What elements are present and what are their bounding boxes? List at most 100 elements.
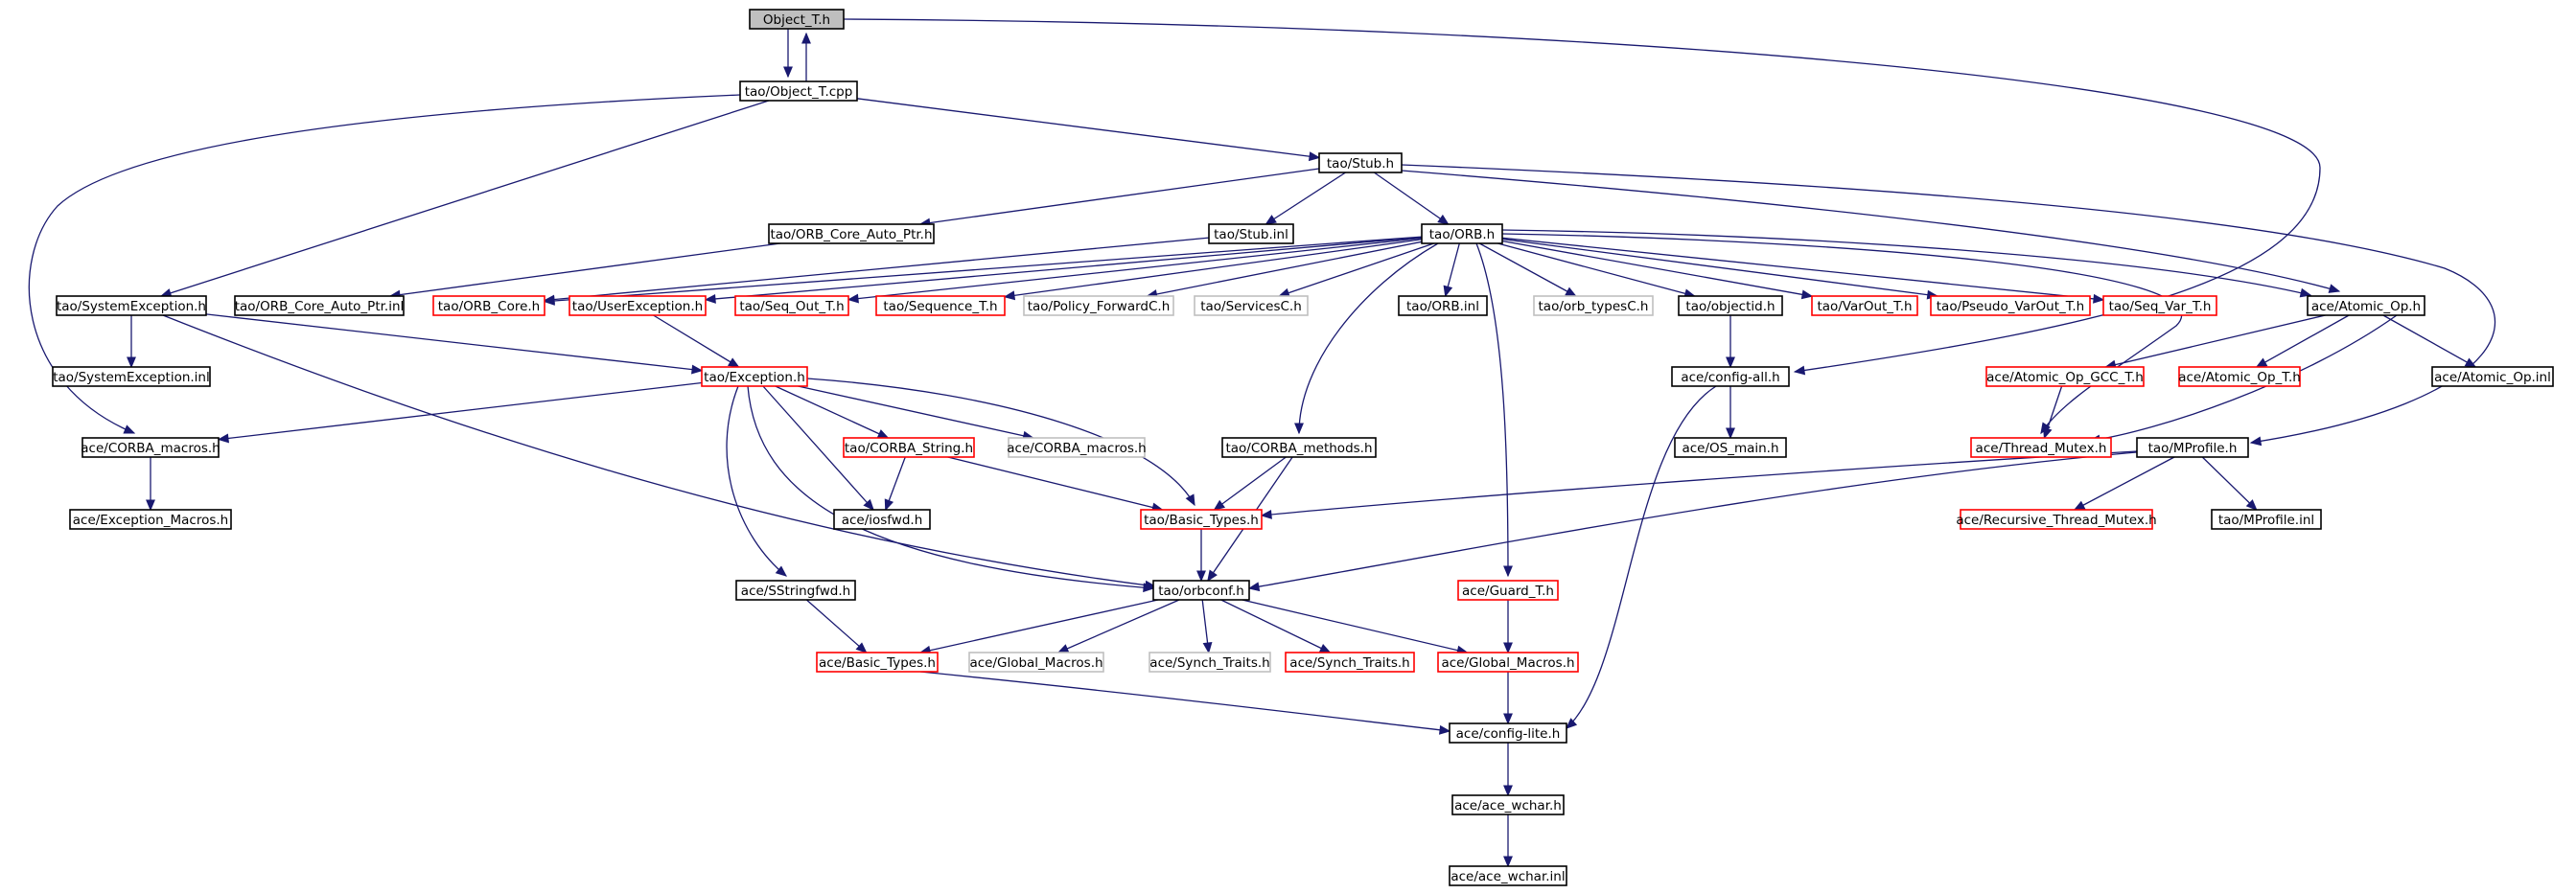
node-config-all-h[interactable]: ace/config-all.h (1671, 366, 1790, 387)
node-orb-core-auto-ptr-h[interactable]: tao/ORB_Core_Auto_Ptr.h (768, 223, 935, 244)
node-recursive-thread-mutex-h[interactable]: ace/Recursive_Thread_Mutex.h (1956, 509, 2157, 530)
node-atomic-op-gcc-t-h[interactable]: ace/Atomic_Op_GCC_T.h (1985, 366, 2145, 387)
node-atomic-op-inl[interactable]: ace/Atomic_Op.inl (2431, 366, 2554, 387)
node-systemexception-inl[interactable]: tao/SystemException.inl (52, 366, 211, 387)
node-systemexception-h[interactable]: tao/SystemException.h (56, 295, 207, 316)
node-object-t-h[interactable]: Object_T.h (749, 9, 845, 30)
edge-ace-basic-types-h-to-config-lite-h-arrowhead (1438, 724, 1451, 735)
node-exception-h[interactable]: tao/Exception.h (701, 366, 808, 387)
edge-userexception-h-to-exception-h-line (653, 314, 739, 368)
edge-orbconf-h-to-ace-basic-types-h-line (919, 599, 1159, 653)
node-ace-wchar-h[interactable]: ace/ace_wchar.h (1451, 794, 1565, 815)
edge-stub-h-to-mprofile-h-arrowhead (2249, 436, 2263, 447)
node-iosfwd-h[interactable]: ace/iosfwd.h (833, 509, 931, 530)
node-atomic-op-t-h[interactable]: ace/Atomic_Op_T.h (2178, 366, 2301, 387)
node-pseudo-varout-t-h[interactable]: tao/Pseudo_VarOut_T.h (1930, 295, 2091, 316)
node-stub-inl[interactable]: tao/Stub.inl (1208, 223, 1294, 244)
node-ace-corba-macros-h[interactable]: ace/CORBA_macros.h (81, 437, 220, 458)
node-box (1194, 295, 1309, 316)
node-thread-mutex-h[interactable]: ace/Thread_Mutex.h (1970, 437, 2112, 458)
edge-exception-h-to-sstringfwd-h-arrowhead (775, 565, 787, 577)
edge-ace-corba-macros-h-to-exception-macros-h (146, 457, 155, 512)
edge-stub-h-to-atomic-op-h-line (1401, 170, 2340, 292)
edge-object-t-cpp-to-ace-corba-macros-h-line (28, 94, 741, 434)
node-box (749, 9, 845, 30)
node-varout-t-h[interactable]: tao/VarOut_T.h (1811, 295, 1918, 316)
node-label: tao/ORB.inl (1406, 299, 1479, 314)
edge-mprofile-h-to-tao-basic-types-h (1260, 450, 2138, 519)
node-mprofile-h[interactable]: tao/MProfile.h (2136, 437, 2249, 458)
edge-mprofile-h-to-mprofile-inl-arrowhead (2245, 499, 2258, 511)
edge-corba-methods-h-to-tao-basic-types-h (1213, 456, 1287, 511)
node-box (833, 509, 931, 530)
node-ace-basic-types-h[interactable]: ace/Basic_Types.h (816, 652, 939, 673)
node-synch-traits-h[interactable]: ace/Synch_Traits.h (1285, 652, 1415, 673)
node-orb-h[interactable]: tao/ORB.h (1421, 223, 1503, 244)
edge-sstringfwd-h-to-ace-basic-types-h-arrowhead (855, 642, 868, 653)
node-userexception-h[interactable]: tao/UserException.h (569, 295, 707, 316)
node-corba-string-h[interactable]: tao/CORBA_String.h (843, 437, 975, 458)
edge-exception-h-to-tao-basic-types-h-arrowhead (1185, 493, 1195, 507)
edge-corba-methods-h-to-tao-basic-types-h-line (1214, 456, 1287, 511)
node-ace-corba-macros-h-gray[interactable]: ace/CORBA_macros.h (1007, 437, 1147, 458)
edge-stub-h-to-stub-inl-arrowhead (1265, 215, 1277, 225)
node-layer: Object_T.h tao/Object_T.cpp tao/Stub.h tao/… (52, 9, 2554, 886)
node-atomic-op-h[interactable]: ace/Atomic_Op.h (2307, 295, 2425, 316)
edge-mprofile-h-to-recursive-thread-mutex-h (2073, 456, 2175, 511)
node-box (2211, 509, 2322, 530)
node-tao-basic-types-h[interactable]: tao/Basic_Types.h (1140, 509, 1263, 530)
edge-orbconf-h-to-synch-traits-h-gray-arrowhead (1202, 641, 1213, 654)
node-corba-methods-h[interactable]: tao/CORBA_methods.h (1221, 437, 1377, 458)
node-ace-wchar-inl[interactable]: ace/ace_wchar.inl (1449, 865, 1567, 886)
node-seq-var-t-h[interactable]: tao/Seq_Var_T.h (2102, 295, 2217, 316)
edge-atomic-op-h-to-atomic-op-inl-line (2382, 314, 2476, 368)
node-seq-out-t-h[interactable]: tao/Seq_Out_T.h (734, 295, 849, 316)
edge-config-all-h-to-config-lite-h (1566, 385, 1717, 729)
edge-sstringfwd-h-to-ace-basic-types-h-line (805, 599, 868, 653)
edge-mprofile-h-to-orbconf-h (1247, 450, 2148, 592)
node-orb-core-h[interactable]: tao/ORB_Core.h (432, 295, 545, 316)
node-box (69, 509, 232, 530)
node-label: Object_T.h (763, 12, 830, 28)
node-global-macros-h[interactable]: ace/Global_Macros.h (1437, 652, 1579, 673)
node-os-main-h[interactable]: ace/OS_main.h (1674, 437, 1787, 458)
edge-stub-h-to-orb-h-arrowhead (1437, 214, 1450, 225)
node-global-macros-h-gray[interactable]: ace/Global_Macros.h (968, 652, 1104, 673)
edge-mprofile-h-to-tao-basic-types-h-line (1261, 450, 2138, 516)
edge-orb-h-to-guard-t-h-line (1475, 242, 1509, 577)
node-policy-forwardc-h[interactable]: tao/Policy_ForwardC.h (1023, 295, 1174, 316)
node-config-lite-h[interactable]: ace/config-lite.h (1449, 722, 1567, 744)
edge-orb-h-to-thread-mutex-h (1501, 233, 2183, 435)
node-orbconf-h[interactable]: tao/orbconf.h (1152, 580, 1250, 601)
edge-object-t-cpp-to-object-t-h (801, 32, 811, 81)
edge-orbconf-h-to-synch-traits-h-gray (1201, 599, 1213, 654)
node-guard-t-h[interactable]: ace/Guard_T.h (1457, 580, 1559, 601)
node-label: ace/Exception_Macros.h (73, 513, 228, 528)
node-orb-inl[interactable]: tao/ORB.inl (1398, 295, 1488, 316)
node-stub-h[interactable]: tao/Stub.h (1318, 152, 1403, 173)
node-objectid-h[interactable]: tao/objectid.h (1678, 295, 1783, 316)
node-sstringfwd-h[interactable]: ace/SStringfwd.h (735, 580, 856, 601)
node-mprofile-inl[interactable]: tao/MProfile.inl (2211, 509, 2322, 530)
node-object-t-cpp[interactable]: tao/Object_T.cpp (739, 80, 858, 102)
node-box (1533, 295, 1654, 316)
node-exception-macros-h[interactable]: ace/Exception_Macros.h (69, 509, 232, 530)
node-label: ace/ace_wchar.inl (1450, 869, 1565, 884)
edge-orb-h-to-seq-out-t-h-arrowhead (847, 293, 859, 304)
edge-stub-h-to-orb-core-auto-ptr-h-line (919, 168, 1320, 225)
node-box (1208, 223, 1294, 244)
edge-config-all-h-to-config-lite-h-arrowhead (1566, 718, 1578, 729)
node-orb-typesc-h[interactable]: tao/orb_typesC.h (1533, 295, 1654, 316)
node-servicesc-h[interactable]: tao/ServicesC.h (1194, 295, 1309, 316)
edge-systemexception-h-to-exception-h (205, 313, 704, 375)
node-label: ace/config-lite.h (1456, 726, 1561, 742)
node-synch-traits-h-gray[interactable]: ace/Synch_Traits.h (1149, 652, 1271, 673)
node-box (1985, 366, 2145, 387)
node-orb-core-auto-ptr-inl[interactable]: tao/ORB_Core_Auto_Ptr.inl (234, 295, 405, 316)
edge-exception-h-to-ace-corba-macros-h-line (218, 381, 703, 441)
node-label: tao/Seq_Out_T.h (739, 299, 844, 314)
edge-orb-h-to-policy-forwardc-h (1146, 241, 1423, 299)
node-label: tao/Pseudo_VarOut_T.h (1937, 299, 2084, 314)
node-box (234, 295, 405, 316)
node-sequence-t-h[interactable]: tao/Sequence_T.h (875, 295, 1006, 316)
